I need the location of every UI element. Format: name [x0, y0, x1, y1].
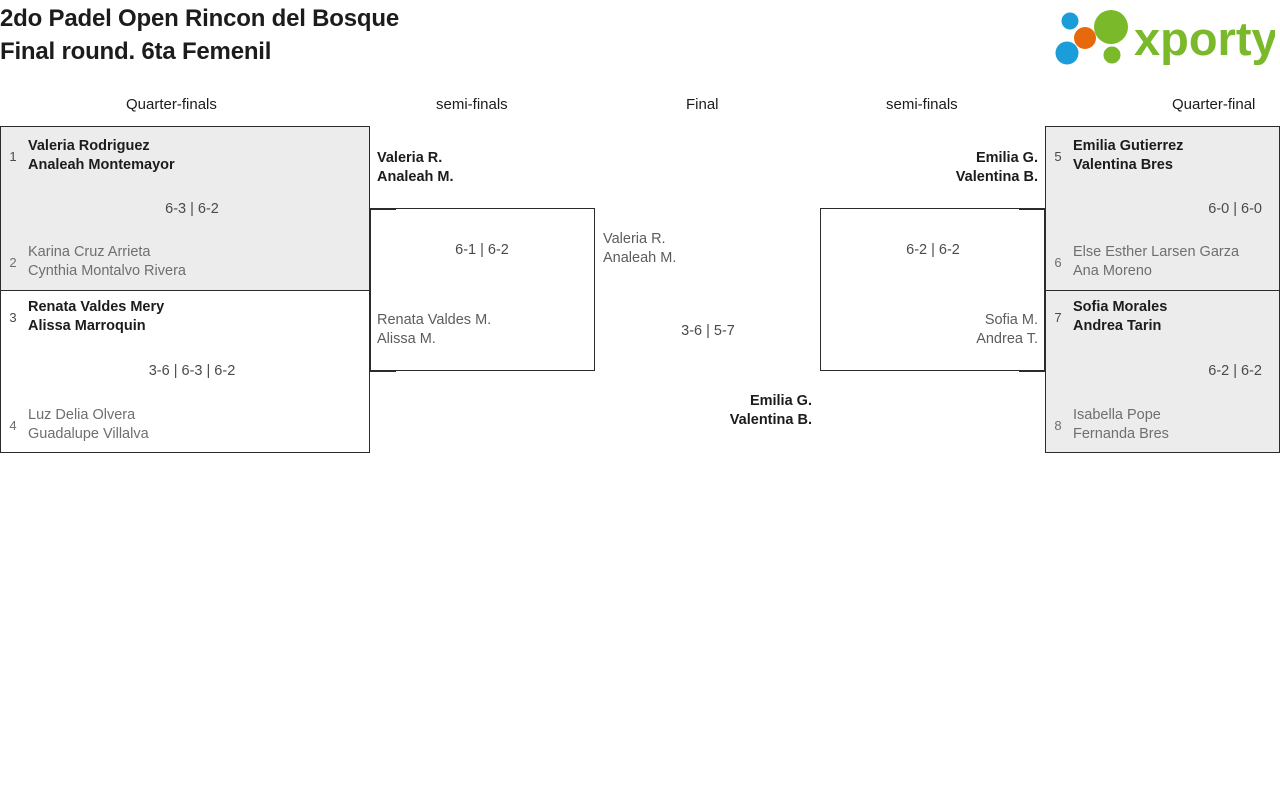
player-name: Andrea T.: [976, 331, 1038, 347]
qf1-winner-names: Valeria Rodriguez Analeah Montemayor: [28, 137, 175, 175]
qf7-winner-names: Sofia Morales Andrea Tarin: [1073, 298, 1167, 336]
qf5-winner-seed: 5: [1054, 148, 1062, 164]
qf1-loser-names: Karina Cruz Arrieta Cynthia Montalvo Riv…: [28, 243, 186, 281]
connector-qf7-to-sf: [1019, 370, 1045, 372]
qf2-loser-seed: 4: [9, 417, 17, 433]
left-semifinal-score: 6-1 | 6-2: [455, 242, 509, 258]
left-quarterfinal-match-2[interactable]: [0, 290, 370, 453]
player-name: Cynthia Montalvo Rivera: [28, 263, 186, 279]
page-title: 2do Padel Open Rincon del Bosque Final r…: [0, 2, 399, 68]
qf2-score: 3-6 | 6-3 | 6-2: [148, 363, 236, 379]
right-quarterfinal-match-1[interactable]: [1045, 126, 1280, 291]
qf1-loser[interactable]: 2 Karina Cruz Arrieta Cynthia Montalvo R…: [6, 243, 186, 281]
left-semifinal-loser[interactable]: Renata Valdes M. Alissa M.: [377, 311, 491, 349]
right-semifinal-loser[interactable]: Sofia M. Andrea T.: [838, 311, 1038, 349]
title-line-1: 2do Padel Open Rincon del Bosque: [0, 5, 399, 32]
player-name: Sofia Morales: [1073, 299, 1168, 315]
logo-dot-green-big: [1094, 10, 1128, 44]
player-name: Analeah Montemayor: [28, 157, 175, 173]
player-name: Analeah M.: [377, 169, 454, 185]
final-runner-up[interactable]: Valeria R. Analeah M.: [603, 230, 676, 268]
qf5-winner-names: Emilia Gutierrez Valentina Bres: [1073, 137, 1183, 175]
player-name: Valentina Bres: [1073, 157, 1173, 173]
player-name: Valeria R.: [603, 231, 666, 247]
logo-dot-orange: [1074, 27, 1096, 49]
title-line-2: Final round. 6ta Femenil: [0, 38, 272, 65]
qf5-score: 6-0 | 6-0: [1208, 201, 1262, 217]
right-semifinal-match[interactable]: [820, 208, 1045, 371]
player-name: Alissa M.: [377, 331, 436, 347]
logo-dot-blue-bottom: [1055, 41, 1079, 65]
qf2-winner[interactable]: 3 Renata Valdes Mery Alissa Marroquin: [6, 298, 164, 336]
player-name: Karina Cruz Arrieta: [28, 244, 151, 260]
logo-wordmark: xporty: [1134, 12, 1275, 65]
qf1-score: 6-3 | 6-2: [165, 201, 219, 217]
final-score: 3-6 | 5-7: [681, 323, 735, 339]
qf5-winner[interactable]: 5 Emilia Gutierrez Valentina Bres: [1051, 137, 1183, 175]
round-header-final: Final: [686, 96, 719, 113]
left-quarterfinal-match-1[interactable]: [0, 126, 370, 291]
qf7-loser-seed: 8: [1054, 417, 1062, 433]
right-quarterfinal-match-2[interactable]: [1045, 290, 1280, 453]
round-header-right-semi: semi-finals: [886, 96, 958, 113]
player-name: Emilia G.: [975, 150, 1038, 166]
player-name: Sofia M.: [984, 312, 1038, 328]
player-name: Emilia G.: [749, 393, 812, 409]
qf2-winner-seed: 3: [9, 309, 17, 325]
player-name: Renata Valdes M.: [377, 312, 492, 328]
player-name: Emilia Gutierrez: [1073, 138, 1184, 154]
qf2-loser-names: Luz Delia Olvera Guadalupe Villalva: [28, 406, 149, 444]
qf5-loser[interactable]: 6 Else Esther Larsen Garza Ana Moreno: [1051, 243, 1239, 281]
right-semifinal-score: 6-2 | 6-2: [906, 242, 960, 258]
player-name: Isabella Pope: [1073, 407, 1161, 423]
qf1-winner-seed: 1: [9, 148, 17, 164]
xporty-logo[interactable]: xporty: [1050, 6, 1275, 66]
player-name: Andrea Tarin: [1073, 318, 1162, 334]
round-header-left-quarter: Quarter-finals: [126, 96, 217, 113]
final-champion[interactable]: Emilia G. Valentina B.: [612, 392, 812, 430]
player-name: Renata Valdes Mery: [28, 299, 165, 315]
player-name: Guadalupe Villalva: [28, 426, 149, 442]
qf5-loser-names: Else Esther Larsen Garza Ana Moreno: [1073, 243, 1239, 281]
qf2-loser[interactable]: 4 Luz Delia Olvera Guadalupe Villalva: [6, 406, 149, 444]
round-header-left-semi: semi-finals: [436, 96, 508, 113]
qf1-winner[interactable]: 1 Valeria Rodriguez Analeah Montemayor: [6, 137, 175, 175]
player-name: Luz Delia Olvera: [28, 407, 136, 423]
logo-dot-green-small: [1103, 46, 1121, 64]
connector-qf5-to-sf: [1019, 208, 1045, 210]
round-header-right-quarter: Quarter-final: [1172, 96, 1256, 113]
qf1-loser-seed: 2: [9, 254, 17, 270]
player-name: Valentina B.: [729, 412, 812, 428]
player-name: Alissa Marroquin: [28, 318, 146, 334]
qf7-loser[interactable]: 8 Isabella Pope Fernanda Bres: [1051, 406, 1169, 444]
logo-dot-blue-top: [1061, 12, 1079, 30]
qf7-winner[interactable]: 7 Sofia Morales Andrea Tarin: [1051, 298, 1167, 336]
player-name: Else Esther Larsen Garza: [1073, 244, 1240, 260]
player-name: Valeria R.: [377, 150, 443, 166]
qf5-loser-seed: 6: [1054, 254, 1062, 270]
left-semifinal-match[interactable]: [370, 208, 595, 371]
player-name: Analeah M.: [603, 250, 677, 266]
player-name: Ana Moreno: [1073, 263, 1152, 279]
qf7-winner-seed: 7: [1054, 309, 1062, 325]
player-name: Valeria Rodriguez: [28, 138, 150, 154]
qf7-loser-names: Isabella Pope Fernanda Bres: [1073, 406, 1169, 444]
qf2-winner-names: Renata Valdes Mery Alissa Marroquin: [28, 298, 164, 336]
player-name: Fernanda Bres: [1073, 426, 1169, 442]
player-name: Valentina B.: [955, 169, 1038, 185]
left-semifinal-winner[interactable]: Valeria R. Analeah M.: [377, 149, 454, 187]
qf7-score: 6-2 | 6-2: [1208, 363, 1262, 379]
right-semifinal-winner[interactable]: Emilia G. Valentina B.: [838, 149, 1038, 187]
